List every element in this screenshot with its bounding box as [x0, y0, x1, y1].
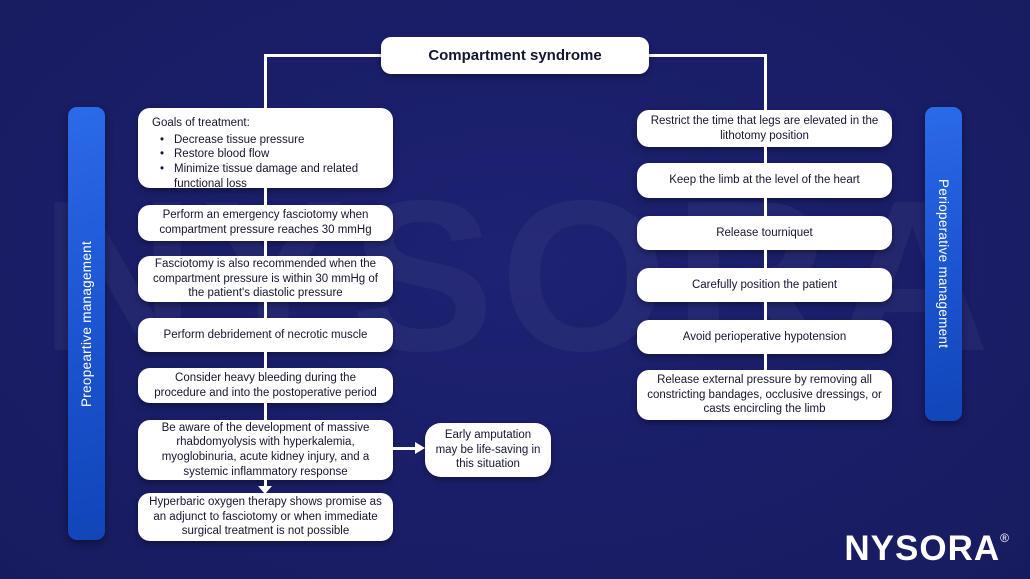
connector-right-5	[764, 354, 767, 370]
connector-title-left-horizontal	[264, 54, 384, 57]
connector-branch-shaft	[393, 447, 416, 450]
flow-box-release-external-pressure: Release external pressure by removing al…	[637, 370, 892, 420]
flow-box-fasciotomy-recommended: Fasciotomy is also recommended when the …	[138, 256, 393, 302]
goals-list: Decrease tissue pressure Restore blood f…	[152, 133, 383, 192]
flow-box-heavy-bleeding: Consider heavy bleeding during the proce…	[138, 368, 393, 403]
connector-left-3	[264, 302, 267, 318]
goals-heading: Goals of treatment:	[152, 117, 250, 129]
connector-right-2	[764, 198, 767, 216]
preoperative-management-bar: Preopeartive management	[68, 107, 105, 540]
perioperative-management-label: Perioperative management	[936, 179, 951, 349]
flow-box-emergency-fasciotomy: Perform an emergency fasciotomy when com…	[138, 205, 393, 241]
connector-left-1	[264, 188, 267, 205]
connector-right-3	[764, 250, 767, 268]
page-title: Compartment syndrome	[428, 46, 602, 64]
flow-box-release-tourniquet: Release tourniquet	[637, 216, 892, 250]
flow-box-text: Perform debridement of necrotic muscle	[163, 328, 368, 341]
connector-left-4	[264, 352, 267, 368]
connector-right-4	[764, 302, 767, 320]
connector-title-right-horizontal	[646, 54, 767, 57]
flow-box-debridement: Perform debridement of necrotic muscle	[138, 318, 393, 352]
connector-title-left-vertical	[264, 54, 267, 108]
flow-box-text: Avoid perioperative hypotension	[682, 330, 847, 343]
flow-box-text: Be aware of the development of massive r…	[161, 421, 370, 478]
connector-title-right-vertical	[764, 54, 767, 110]
flow-box-text: Carefully position the patient	[691, 278, 838, 291]
flow-box-position-patient: Carefully position the patient	[637, 268, 892, 302]
flow-box-text: Early amputation may be life-saving in t…	[435, 428, 541, 471]
flow-box-text: Hyperbaric oxygen therapy shows promise …	[149, 495, 382, 538]
nysora-logo: NYSORA®	[844, 531, 1010, 566]
connector-left-2	[264, 241, 267, 256]
flow-box-lithotomy-position: Restrict the time that legs are elevated…	[637, 110, 892, 147]
perioperative-management-bar: Perioperative management	[925, 107, 962, 421]
flow-box-avoid-hypotension: Avoid perioperative hypotension	[637, 320, 892, 354]
registered-trademark-icon: ®	[1000, 531, 1010, 545]
nysora-logo-text: NYSORA	[844, 529, 1001, 568]
flow-box-text: Release external pressure by removing al…	[647, 373, 882, 416]
goals-bullet: Minimize tissue damage and related funct…	[152, 162, 383, 191]
connector-left-5	[264, 403, 267, 420]
connector-right-1	[764, 147, 767, 163]
arrow-down-icon	[258, 486, 272, 494]
flow-box-rhabdomyolysis: Be aware of the development of massive r…	[138, 420, 393, 480]
flow-box-text: Fasciotomy is also recommended when the …	[153, 257, 378, 300]
flow-box-text: Perform an emergency fasciotomy when com…	[159, 209, 372, 236]
arrow-right-icon	[415, 442, 425, 454]
flow-box-text: Release tourniquet	[716, 226, 813, 239]
connector-left-6-shaft	[264, 480, 267, 487]
flow-box-text: Consider heavy bleeding during the proce…	[154, 371, 377, 399]
flow-box-limb-heart-level: Keep the limb at the level of the heart	[637, 163, 892, 198]
title-box: Compartment syndrome	[381, 37, 649, 74]
goals-bullet: Decrease tissue pressure	[152, 133, 383, 148]
goals-of-treatment-box: Goals of treatment: Decrease tissue pres…	[138, 108, 393, 190]
flow-box-text: Restrict the time that legs are elevated…	[650, 114, 879, 142]
flow-box-text: Keep the limb at the level of the heart	[669, 174, 860, 187]
flow-box-hyperbaric-oxygen: Hyperbaric oxygen therapy shows promise …	[138, 493, 393, 541]
preoperative-management-label: Preopeartive management	[79, 240, 94, 407]
flow-box-early-amputation: Early amputation may be life-saving in t…	[425, 423, 551, 477]
goals-bullet: Restore blood flow	[152, 147, 383, 162]
